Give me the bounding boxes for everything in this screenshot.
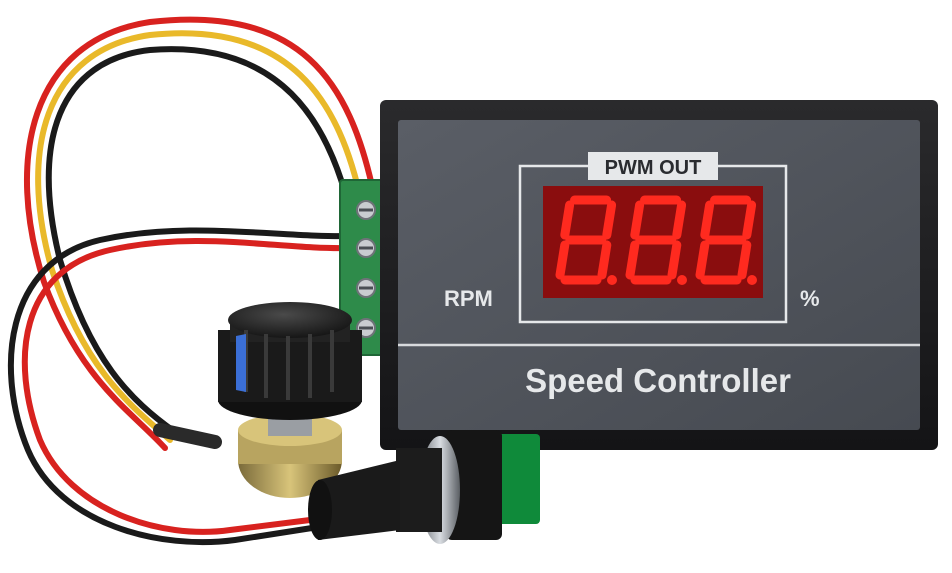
digit-seg-b — [602, 200, 617, 240]
digit-seg-f — [700, 200, 715, 240]
power-switch[interactable] — [308, 430, 540, 544]
wire-black-upper — [45, 46, 355, 435]
wire-red-lower — [21, 238, 353, 535]
digit-seg-f — [630, 200, 645, 240]
wire-yellow-upper — [35, 30, 365, 443]
wire-black-lower — [7, 227, 355, 546]
panel-title: Speed Controller — [525, 362, 791, 399]
controller-case: PWM OUT RPM % Speed Controller — [380, 100, 938, 450]
digit-seg-b — [742, 200, 757, 240]
display-label: PWM OUT — [605, 157, 702, 179]
digit-seg-f — [560, 200, 575, 240]
digit-decimal-point — [607, 275, 617, 285]
digit-seg-e — [695, 240, 710, 280]
led-digits — [555, 195, 757, 285]
terminal-block — [339, 179, 389, 356]
digit-seg-e — [555, 240, 570, 280]
digit-seg-b — [672, 200, 687, 240]
digit-seg-c — [737, 240, 752, 280]
percent-label: % — [800, 286, 820, 311]
digit-seg-c — [667, 240, 682, 280]
wires — [7, 16, 377, 546]
digit-decimal-point — [747, 275, 757, 285]
switch-cap — [492, 434, 540, 524]
knob-indicator-stripe — [236, 334, 246, 392]
rpm-label: RPM — [444, 286, 493, 311]
digit-decimal-point — [677, 275, 687, 285]
wire-red-upper — [24, 16, 377, 451]
pot-leads — [153, 423, 222, 449]
digit-seg-e — [625, 240, 640, 280]
speed-knob[interactable] — [218, 302, 362, 420]
display-label-box — [588, 152, 718, 180]
digit-seg-c — [597, 240, 612, 280]
